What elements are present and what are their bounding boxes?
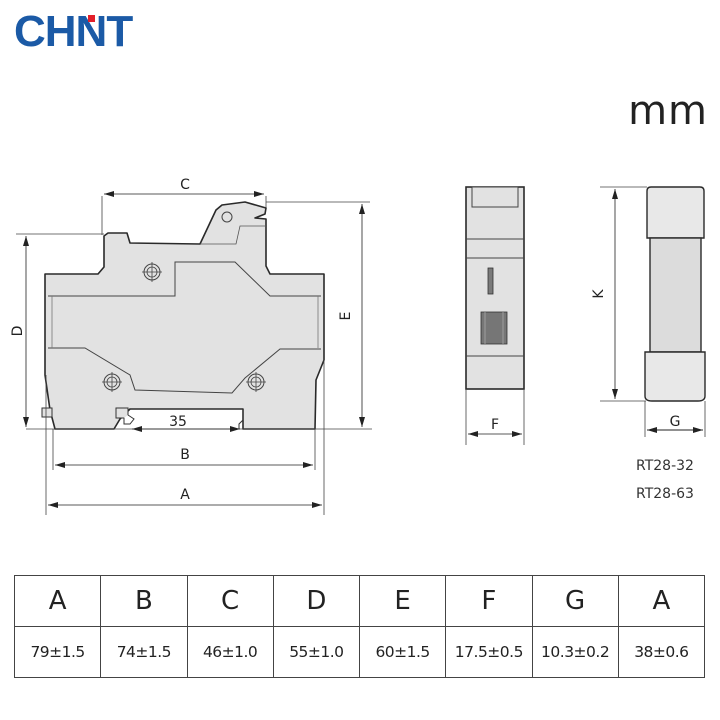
dim-label-rail: 35 bbox=[169, 414, 187, 430]
dim-label-f: F bbox=[491, 417, 499, 433]
value-cell: 10.3±0.2 bbox=[531, 626, 619, 678]
header-cell: E bbox=[358, 575, 447, 627]
value-cell: 55±1.0 bbox=[272, 626, 361, 678]
value-cell: 38±0.6 bbox=[617, 626, 706, 678]
dim-label-g: G bbox=[670, 414, 681, 430]
value-cell: 74±1.5 bbox=[100, 626, 188, 678]
screw-icon bbox=[102, 372, 122, 392]
value-cell: 46±1.0 bbox=[186, 626, 274, 678]
value-cell: 79±1.5 bbox=[13, 626, 102, 678]
holder-body bbox=[44, 201, 325, 430]
header-cell: C bbox=[186, 575, 274, 627]
dim-label-b: B bbox=[180, 447, 190, 463]
technical-drawing: C D E 35 B A F K G bbox=[10, 177, 706, 515]
logo-text: CHNT bbox=[14, 7, 133, 56]
header-cell: A bbox=[617, 575, 706, 627]
header-cell: G bbox=[531, 575, 619, 627]
header-cell: D bbox=[272, 575, 361, 627]
dim-label-c: C bbox=[180, 177, 190, 193]
screw-icon bbox=[142, 262, 162, 282]
dimensions-table: A B C D E F G A 79±1.5 74±1.5 46±1.0 55±… bbox=[13, 575, 706, 678]
value-cell: 17.5±0.5 bbox=[445, 626, 533, 678]
front-view: C D E 35 B A bbox=[10, 177, 372, 515]
fuse-view: K G bbox=[591, 186, 706, 437]
dim-label-d: D bbox=[10, 326, 26, 337]
model-label: RT28-63 bbox=[636, 486, 694, 502]
side-view: F bbox=[465, 186, 525, 445]
value-cell: 60±1.5 bbox=[358, 626, 447, 678]
chnt-logo: CHNT bbox=[14, 7, 133, 56]
screw-icon bbox=[246, 372, 266, 392]
model-label: RT28-32 bbox=[636, 458, 694, 474]
unit-label: mm bbox=[628, 88, 708, 134]
dim-label-k: K bbox=[591, 289, 607, 299]
header-cell: B bbox=[100, 575, 188, 627]
dim-label-a: A bbox=[180, 487, 190, 503]
header-cell: F bbox=[445, 575, 533, 627]
table-header-row: A B C D E F G A bbox=[13, 575, 706, 627]
logo-accent-dot bbox=[88, 15, 95, 22]
header-cell: A bbox=[13, 575, 102, 627]
table-row: 79±1.5 74±1.5 46±1.0 55±1.0 60±1.5 17.5±… bbox=[13, 626, 706, 678]
dim-label-e: E bbox=[338, 312, 354, 321]
